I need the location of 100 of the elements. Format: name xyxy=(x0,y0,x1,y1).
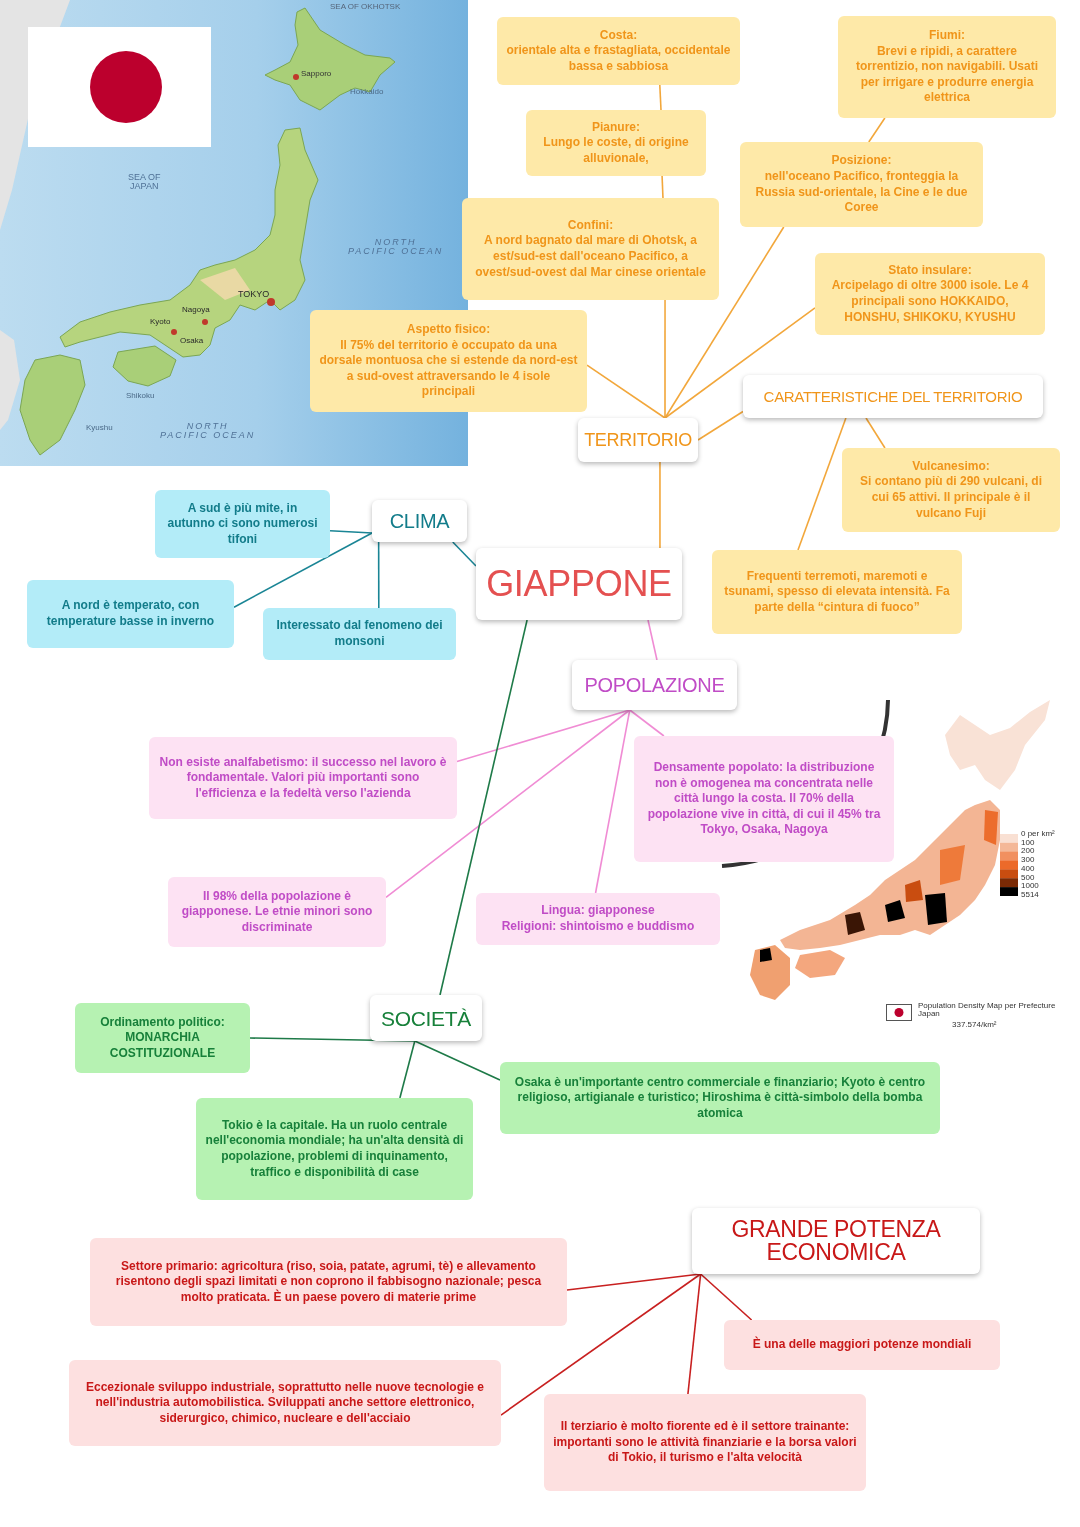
info-card xyxy=(500,1062,940,1134)
topic-card xyxy=(370,995,482,1041)
card-text: Il 75% del territorio è occupato da una dorsale montuosa che si estende da nord-est a sud-ovest attraversando le 4 isole principali xyxy=(319,337,578,400)
topic-title: GRANDE POTENZA ECONOMICA xyxy=(730,1218,942,1264)
scale-label: 500 xyxy=(1021,873,1035,882)
card-text: A nord bagnato dal mare di Ohotsk, a est/sud-est dall'oceano Pacifico, a ovest/sud-ovest dal Mar cinese orientale xyxy=(474,233,707,281)
card-text: Brevi e ripidi, a carattere torrentizio, non navigabili. Usati per irrigare e produrre energia elettrica xyxy=(855,43,1039,106)
info-card xyxy=(497,17,740,85)
topic-title: CARATTERISTICHE DEL TERRITORIO xyxy=(763,389,1023,404)
connector-line xyxy=(661,175,664,199)
info-card xyxy=(634,736,894,862)
connector-line xyxy=(414,1040,501,1081)
topic-card xyxy=(578,418,698,462)
connector-line xyxy=(329,530,373,534)
info-card xyxy=(815,253,1045,335)
info-card xyxy=(263,608,456,660)
scale-label: 1000 xyxy=(1021,882,1039,891)
connector-line xyxy=(566,1273,702,1291)
connector-line xyxy=(385,709,631,899)
card-heading: Vulcanesimo: xyxy=(912,458,990,475)
card-text: MONARCHIA COSTITUZIONALE xyxy=(108,1030,217,1062)
main-topic-card xyxy=(476,548,682,620)
info-card xyxy=(310,310,587,412)
card-heading: Costa: xyxy=(599,27,638,44)
map-label: SEA OF JAPAN xyxy=(128,173,161,192)
map-label: NORTH PACIFIC OCEAN xyxy=(348,238,444,257)
info-card xyxy=(526,110,706,176)
info-card xyxy=(155,490,330,558)
info-card xyxy=(724,1320,1000,1370)
topic-title: POPOLAZIONE xyxy=(584,675,725,695)
card-heading: Fiumi: xyxy=(929,28,965,44)
connector-line xyxy=(664,226,785,419)
connector-line xyxy=(868,117,886,143)
scale-label: 5514 xyxy=(1021,890,1039,900)
connector-line xyxy=(659,84,662,111)
connector-line xyxy=(664,307,816,419)
map-label: SEA OF OKHOTSK xyxy=(330,3,401,12)
scale-label: 400 xyxy=(1021,864,1035,874)
card-text: Il terziario è molto fiorente ed è il settore trainante: importanti sono le attività finanziarie e la borsa valori di Tokio, il turismo e l'alta velocità xyxy=(553,1419,857,1466)
connector-line xyxy=(697,410,744,441)
card-heading: Posizione: xyxy=(831,153,892,169)
info-card xyxy=(462,198,719,300)
map-label: Hokkaido xyxy=(350,88,384,97)
connector-line xyxy=(699,1273,753,1321)
info-card xyxy=(27,580,234,648)
topic-card xyxy=(372,500,467,542)
connector-line xyxy=(439,619,528,996)
info-card xyxy=(842,448,1060,532)
info-card xyxy=(149,737,457,819)
card-text: È una delle maggiori potenze mondiali xyxy=(752,1337,972,1353)
scale-label: 200 xyxy=(1021,847,1035,856)
info-card xyxy=(476,893,720,945)
card-text: Tokio è la capitale. Ha un ruolo centrale nell'economia mondiale; ha un'alta densità di popolazione, problemi di inquinamento, traffico e disponibilità di case xyxy=(205,1117,464,1181)
topic-card xyxy=(572,660,737,710)
card-text: Settore primario: agricoltura (riso, soia, patate, agrumi, tè) e allevamento risentono degli spazi limitati e non coprono il fabbisogno nazionale; pesca molto praticata. È un paese povero di materie prime xyxy=(114,1258,543,1306)
connector-line xyxy=(664,299,666,419)
connector-line xyxy=(233,532,373,608)
density-value: 337.574/km² xyxy=(952,1021,997,1030)
info-card xyxy=(712,550,962,634)
map-label: TOKYO xyxy=(238,290,270,300)
card-heading: Ordinamento politico: xyxy=(100,1014,225,1031)
info-card xyxy=(740,142,983,227)
map-label: Osaka xyxy=(180,337,204,346)
card-text: Religioni: shintoismo e buddismo xyxy=(501,919,695,935)
connector-line xyxy=(586,364,666,419)
connector-line xyxy=(687,1273,702,1395)
scale-label: 0 per km² xyxy=(1021,830,1055,838)
connector-line xyxy=(865,417,886,449)
connector-line xyxy=(456,709,631,763)
connector-line xyxy=(647,619,658,661)
map-caption: Population Density Map per Prefecture Japan xyxy=(918,1002,1056,1019)
topic-card xyxy=(692,1208,980,1274)
connector-line xyxy=(500,1273,702,1416)
card-text: Non esiste analfabetismo: il successo nel lavoro è fondamentale. Valori più importanti sono l'efficienza e la fedeltà verso l'azienda xyxy=(158,754,448,802)
connector-line xyxy=(377,541,380,609)
info-card xyxy=(90,1238,567,1326)
card-heading: Confini: xyxy=(567,217,614,234)
map-label: NORTH PACIFIC OCEAN xyxy=(160,422,256,441)
topic-card xyxy=(743,375,1043,418)
info-card xyxy=(75,1003,250,1073)
card-text: Osaka è un'importante centro commerciale e finanziario; Kyoto è centro religioso, artigianale e turistico; Hiroshima è città-simbolo della bomba atomica xyxy=(513,1074,927,1122)
map-label: Shikoku xyxy=(126,392,155,401)
card-text: Densamente popolato: la distribuzione non è omogenea ma concentrata nelle città lungo la costa. Il 70% della popolazione vive in città, di cui il 45% tra Tokyo, Osaka, Nagoya xyxy=(646,760,882,838)
topic-title: CLIMA xyxy=(389,511,450,531)
connector-line xyxy=(628,709,665,737)
scale-label: 300 xyxy=(1021,856,1035,865)
info-card xyxy=(196,1098,473,1200)
card-text: A sud è più mite, in autunno ci sono numerosi tifoni xyxy=(166,500,319,548)
info-card xyxy=(838,16,1056,118)
connector-line xyxy=(659,461,661,549)
connector-line xyxy=(594,709,631,894)
topic-title: TERRITORIO xyxy=(584,431,692,449)
connector-line xyxy=(451,541,477,567)
card-heading: Lingua: giapponese xyxy=(541,903,655,919)
card-text: Eccezionale sviluppo industriale, soprattutto nelle nuove tecnologie e nell'industria automobilistica. Sviluppati anche settore elettronico, siderurgico, chimico, nucleare e dell'acciaio xyxy=(84,1379,486,1427)
card-text: A nord è temperato, con temperature basse in inverno xyxy=(45,598,216,630)
card-heading: Pianure: xyxy=(592,119,640,136)
map-label: Kyushu xyxy=(86,424,113,433)
connector-line xyxy=(797,417,847,551)
info-card xyxy=(544,1394,866,1491)
